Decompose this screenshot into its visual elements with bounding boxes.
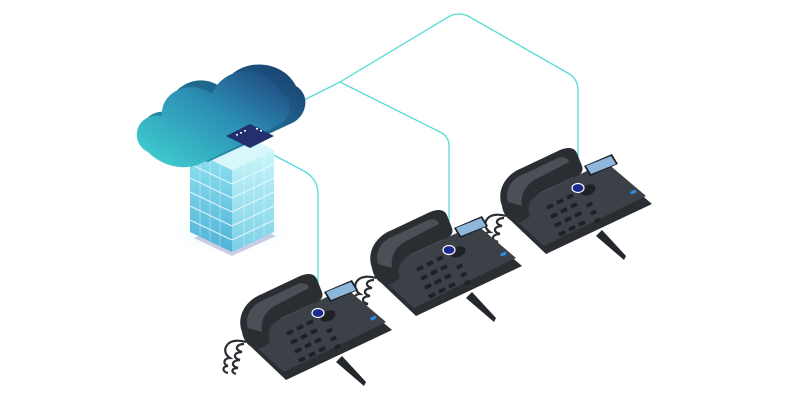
ip-desk-phone-icon — [222, 272, 394, 388]
link-server-phone-2 — [299, 81, 450, 250]
port-marker-phone-3 — [571, 182, 585, 194]
link-server-phone-3 — [339, 13, 579, 188]
port-markers — [311, 182, 585, 319]
link-server-phone-1 — [267, 151, 319, 313]
cloud-icon — [136, 64, 306, 168]
ip-desk-phone-icon — [482, 146, 654, 262]
port-marker-phone-2 — [442, 244, 456, 256]
connection-lines — [267, 13, 579, 313]
port-marker-phone-1 — [311, 307, 325, 319]
